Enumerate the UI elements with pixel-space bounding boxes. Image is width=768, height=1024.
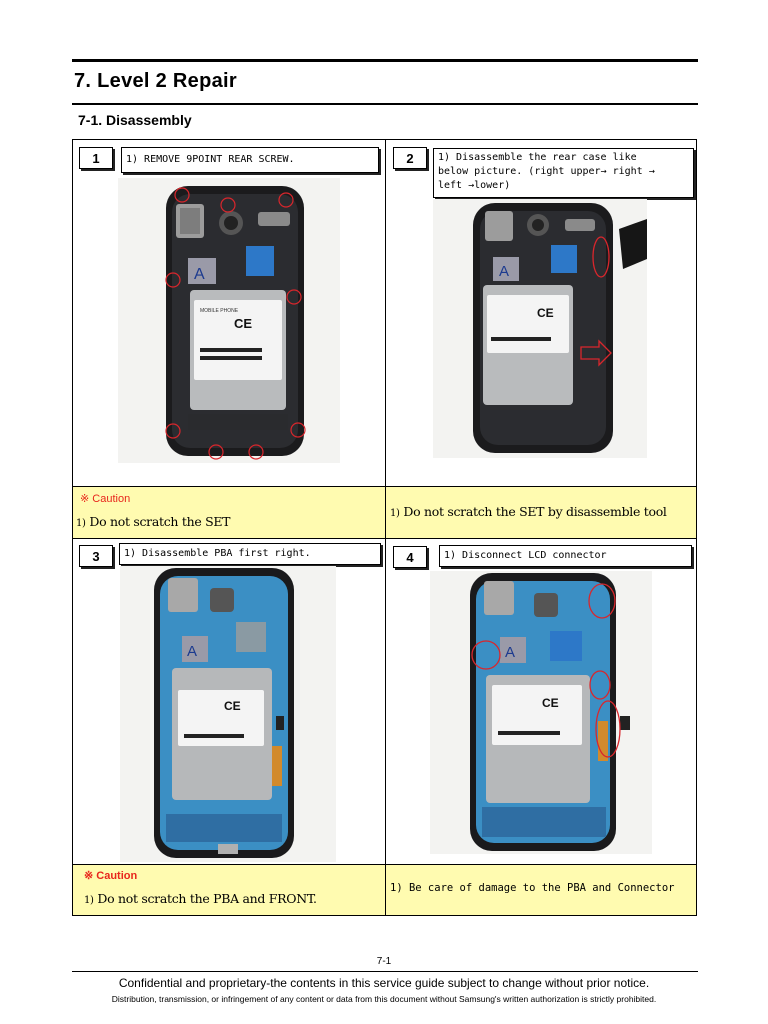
note-index: 1) bbox=[390, 508, 400, 519]
note-body: Do not scratch the SET bbox=[89, 514, 231, 529]
table-row-divider bbox=[72, 486, 697, 487]
pba-exposed-photo: A CE bbox=[120, 566, 336, 862]
note-text: 1) Be care of damage to the PBA and Conn… bbox=[390, 882, 675, 894]
note-index: 1) bbox=[76, 518, 86, 529]
note-index: 1) bbox=[84, 895, 94, 906]
note-text: 1) Do not scratch the SET by disassemble… bbox=[390, 504, 667, 519]
header-rule-bottom bbox=[72, 103, 698, 105]
note-text: 1) Do not scratch the SET bbox=[76, 514, 231, 529]
note-body: Do not scratch the PBA and FRONT. bbox=[97, 891, 317, 906]
step-number-badge: 2 bbox=[393, 147, 427, 169]
header-rule-top bbox=[72, 59, 698, 62]
svg-text:CE: CE bbox=[542, 696, 559, 710]
phone-prying-photo: A CE bbox=[433, 199, 647, 458]
distribution-notice: Distribution, transmission, or infringem… bbox=[111, 994, 657, 1004]
note-cell-3 bbox=[73, 865, 385, 915]
step-number-badge: 1 bbox=[79, 147, 113, 169]
svg-text:A: A bbox=[187, 643, 197, 660]
table-row-divider bbox=[72, 538, 697, 539]
footer-rule bbox=[72, 971, 698, 972]
svg-text:A: A bbox=[499, 263, 509, 280]
svg-text:A: A bbox=[505, 644, 515, 661]
svg-text:CE: CE bbox=[537, 306, 554, 320]
svg-text:CE: CE bbox=[234, 316, 252, 331]
table-row-divider bbox=[72, 864, 697, 865]
table-column-divider bbox=[385, 139, 386, 916]
step-instruction: 1) REMOVE 9POINT REAR SCREW. bbox=[121, 147, 379, 173]
note-text: 1) Do not scratch the PBA and FRONT. bbox=[84, 891, 317, 906]
svg-text:MOBILE PHONE: MOBILE PHONE bbox=[200, 308, 239, 314]
chapter-title: 7. Level 2 Repair bbox=[74, 70, 237, 92]
step-instruction: 1) Disassemble PBA first right. bbox=[119, 543, 381, 565]
step-instruction: 1) Disassemble the rear case like below … bbox=[433, 148, 694, 198]
svg-text:CE: CE bbox=[224, 699, 241, 713]
caution-label: ※ Caution bbox=[80, 493, 131, 505]
phone-rear-photo: A MOBILE PHONE CE bbox=[118, 178, 340, 463]
steps-table bbox=[72, 139, 697, 916]
note-cell-4 bbox=[386, 865, 696, 915]
page-number: 7-1 bbox=[376, 956, 392, 967]
step-number-badge: 4 bbox=[393, 546, 427, 568]
note-cell-1 bbox=[73, 487, 385, 538]
step-number-badge: 3 bbox=[79, 545, 113, 567]
lcd-connector-photo: A CE bbox=[430, 571, 652, 854]
confidentiality-notice: Confidential and proprietary-the content… bbox=[118, 976, 650, 990]
svg-text:A: A bbox=[194, 266, 205, 283]
caution-label: ※ Caution bbox=[84, 870, 138, 882]
note-cell-2 bbox=[386, 487, 696, 538]
section-title: 7-1. Disassembly bbox=[78, 112, 192, 128]
step-instruction: 1) Disconnect LCD connector bbox=[439, 545, 692, 567]
note-body: Do not scratch the SET by disassemble to… bbox=[403, 504, 667, 519]
